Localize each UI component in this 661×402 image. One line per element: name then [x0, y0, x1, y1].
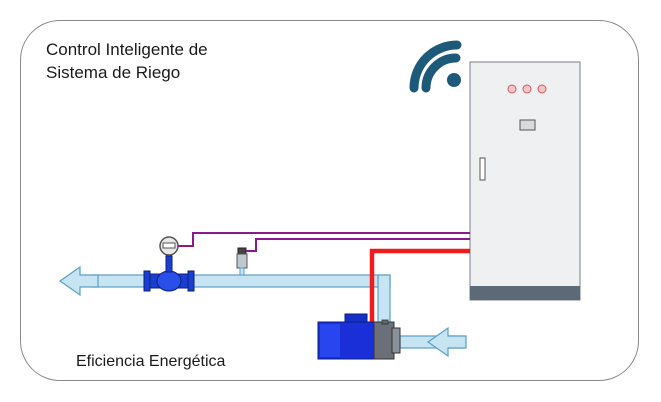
flow-in-arrow-icon	[399, 326, 467, 358]
panel-handle	[479, 157, 486, 181]
pressure-sensor-icon	[236, 247, 248, 276]
pressure-gauge-icon	[159, 236, 179, 256]
control-panel	[469, 61, 581, 301]
footer-label: Eficiencia Energética	[76, 353, 226, 370]
indicator-light-3	[537, 84, 547, 94]
signal-line-sensor	[246, 238, 470, 252]
panel-display	[519, 119, 536, 131]
wifi-icon	[409, 40, 462, 93]
indicator-light-1	[507, 84, 517, 94]
title-line-1: Control Inteligente de	[46, 40, 208, 59]
diagram-title: Control Inteligente de Sistema de Riego	[46, 38, 306, 84]
pump-motor-icon	[317, 313, 401, 360]
indicator-light-2	[522, 84, 532, 94]
signal-line-gauge	[178, 232, 470, 247]
title-line-2: Sistema de Riego	[46, 63, 181, 82]
power-line	[369, 248, 470, 323]
flow-meter-icon	[143, 255, 195, 292]
flow-out-arrow-icon	[58, 265, 99, 297]
